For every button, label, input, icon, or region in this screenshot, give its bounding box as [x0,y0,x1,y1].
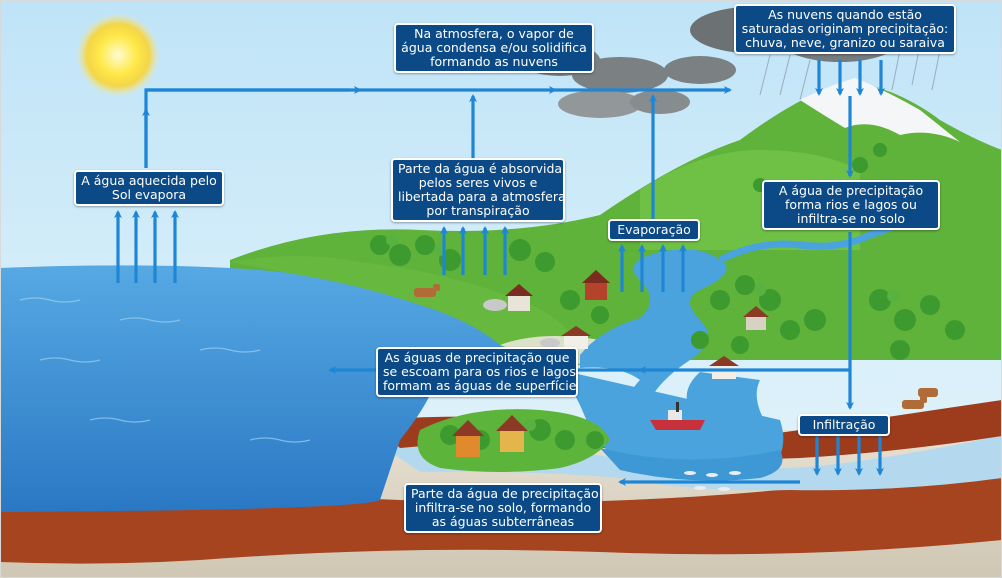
label-evaporation: Evaporação [608,219,700,241]
label-surface-water: As águas de precipitação que se escoam p… [376,347,578,397]
label-transpiration-line-1: Parte da água é absorvida [398,161,563,176]
label-runoff-line-3: infiltra-se no solo [797,211,905,226]
label-transpiration: Parte da água é absorvida pelos seres vi… [391,158,566,222]
label-condensation-line-1: Na atmosfera, o vapor de [414,26,574,41]
label-transpiration-line-2: pelos seres vivos e [418,175,538,190]
label-precipitation-line-1: As nuvens quando estão [768,7,922,22]
sea-waves [19,297,311,443]
rain-streaks [759,44,941,101]
label-condensation: Na atmosfera, o vapor de água condensa e… [394,23,594,73]
rocks [483,299,560,348]
label-infiltration-line-1: Infiltração [812,417,876,432]
label-precipitation-line-2: saturadas originam precipitação: [741,21,949,36]
label-groundwater: Parte da água de precipitação infiltra-s… [404,483,602,533]
label-runoff-or-infiltration: A água de precipitação forma rios e lago… [762,180,940,230]
label-sun-evaporation: A água aquecida pelo Sol evapora [74,170,224,206]
label-evaporation-line-1: Evaporação [617,222,691,237]
sea [0,265,520,512]
houses [452,270,769,457]
boat-icon [650,402,705,430]
animals [414,284,938,409]
label-surface-water-line-1: As águas de precipitação que [384,350,570,365]
label-transpiration-line-4: por transpiração [426,203,530,218]
label-groundwater-line-2: infiltra-se no solo, formando [414,500,592,515]
label-transpiration-line-3: libertada para a atmosfera [398,189,566,204]
label-groundwater-line-1: Parte da água de precipitação [411,486,599,501]
label-infiltration: Infiltração [798,414,890,436]
label-sun-evaporation-line-1: A água aquecida pelo [81,173,217,188]
upper-soil [370,400,1002,459]
label-sun-evaporation-line-2: Sol evapora [111,187,187,202]
label-runoff-line-1: A água de precipitação [778,183,924,198]
fish [684,471,741,491]
flow-arrows [114,60,885,486]
label-surface-water-line-2: se escoam para os rios e lagos [383,364,576,379]
label-groundwater-line-3: as águas subterrâneas [431,514,575,529]
sun-icon [76,13,160,97]
label-precipitation-line-3: chuva, neve, granizo ou saraiva [745,35,945,50]
label-surface-water-line-3: formam as águas de superfície [383,378,577,393]
label-runoff-line-2: forma rios e lagos ou [785,197,917,212]
label-condensation-line-3: formando as nuvens [430,54,558,69]
label-precipitation: As nuvens quando estão saturadas origina… [734,4,956,54]
label-condensation-line-2: água condensa e/ou solidifica [401,40,587,55]
